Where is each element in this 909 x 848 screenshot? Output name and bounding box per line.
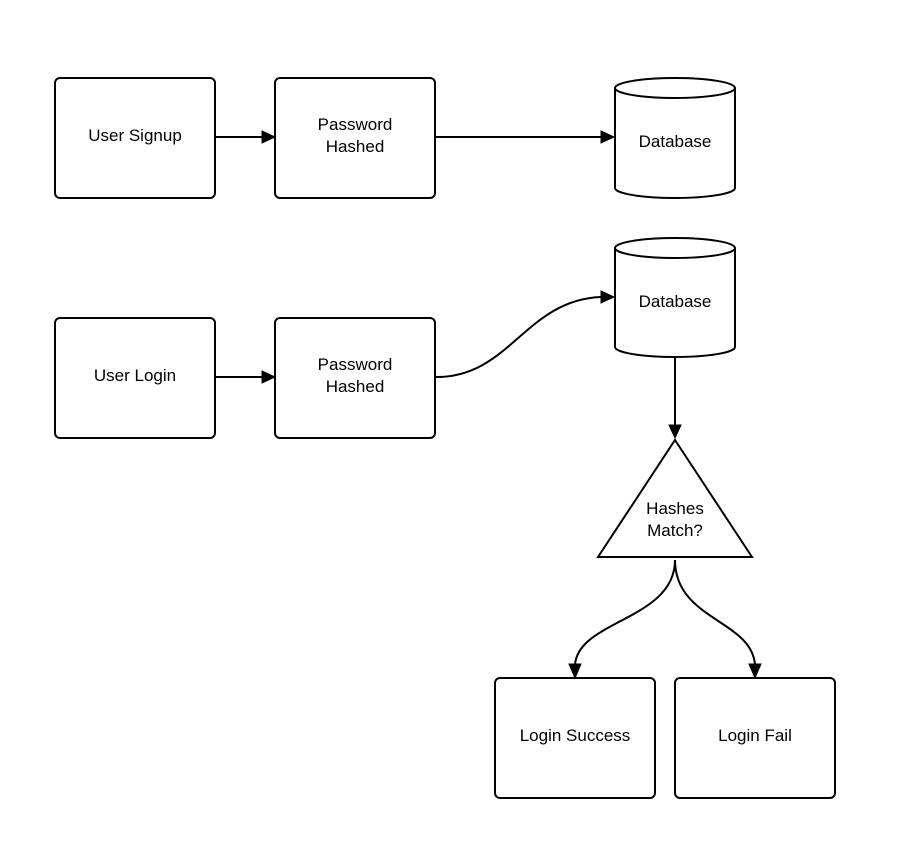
node-user-login: User Login xyxy=(54,317,216,439)
arrowhead-match-to-success xyxy=(568,663,582,680)
node-login-fail-box xyxy=(674,677,836,799)
node-user-login-box xyxy=(54,317,216,439)
node-password-hashed-signup-line1: Password xyxy=(318,115,393,134)
decision-triangle-icon xyxy=(596,438,754,558)
node-database-signup-label: Database xyxy=(639,132,712,151)
node-password-hashed-signup: Password Hashed xyxy=(274,77,436,199)
edge-match-to-fail xyxy=(674,559,756,666)
node-password-hashed-login-line2: Hashed xyxy=(326,377,385,396)
node-hashes-match-line1: Hashes xyxy=(646,499,704,518)
node-user-login-label: User Login xyxy=(94,366,176,385)
arrowhead-signup-to-hash xyxy=(261,130,277,144)
edge-hash-to-db-second xyxy=(434,296,602,379)
node-login-success-label: Login Success xyxy=(520,726,631,745)
node-hashes-match: Hashes Match? xyxy=(596,438,754,558)
node-database-login-label: Database xyxy=(639,292,712,311)
arrowhead-match-to-fail xyxy=(748,663,762,680)
database-cylinder-icon xyxy=(614,88,736,199)
node-login-success-box xyxy=(494,677,656,799)
node-login-fail: Login Fail xyxy=(674,677,836,799)
node-database-signup: Database xyxy=(614,77,736,199)
arrowhead-hash-to-db-second xyxy=(600,290,616,304)
node-login-success: Login Success xyxy=(494,677,656,799)
node-login-fail-label: Login Fail xyxy=(718,726,792,745)
node-password-hashed-signup-box xyxy=(274,77,436,199)
arrowhead-login-to-hash xyxy=(261,370,277,384)
node-user-signup-label: User Signup xyxy=(88,126,182,145)
arrowhead-db-to-match xyxy=(668,424,682,440)
node-password-hashed-login: Password Hashed xyxy=(274,317,436,439)
database-cylinder-icon xyxy=(614,248,736,358)
node-password-hashed-login-line1: Password xyxy=(318,355,393,374)
arrowhead-hash-to-db-top xyxy=(600,130,616,144)
node-password-hashed-login-box xyxy=(274,317,436,439)
edge-match-to-success xyxy=(574,559,676,666)
database-cylinder-top xyxy=(614,77,736,99)
node-database-login: Database xyxy=(614,237,736,358)
node-hashes-match-line2: Match? xyxy=(647,521,703,540)
node-password-hashed-signup-line2: Hashed xyxy=(326,137,385,156)
database-cylinder-top xyxy=(614,237,736,259)
node-user-signup: User Signup xyxy=(54,77,216,199)
node-user-signup-box xyxy=(54,77,216,199)
edges xyxy=(215,130,762,680)
